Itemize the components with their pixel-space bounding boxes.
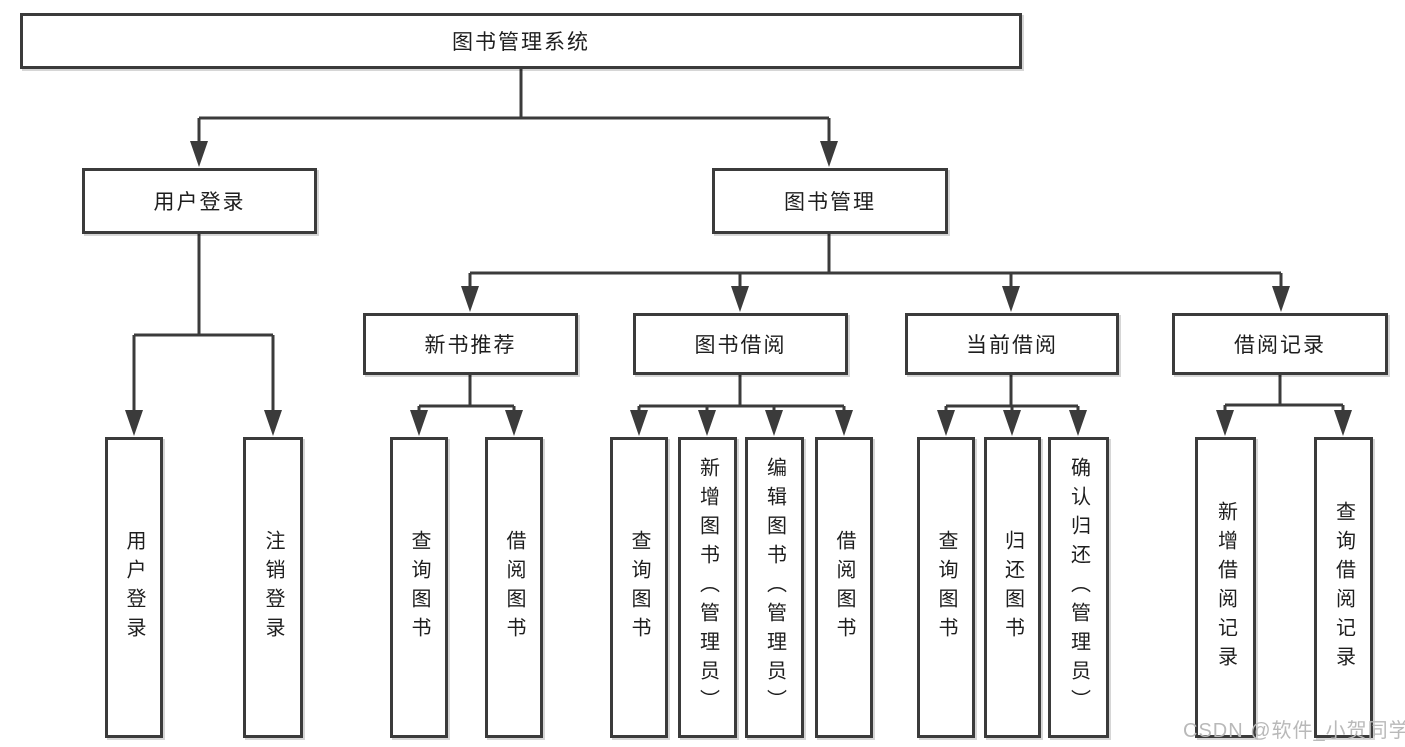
arrowhead-level3	[461, 286, 1290, 312]
connector-new-book-children	[417, 375, 516, 412]
node-query-books-borrowing: 查询图书	[610, 437, 668, 738]
node-library-system: 图书管理系统	[20, 13, 1022, 69]
node-borrow-books-recommend: 借阅图书	[485, 437, 543, 738]
connector-user-login-children	[132, 234, 275, 412]
csdn-watermark: CSDN @软件_小贺同学	[1183, 720, 1405, 742]
node-borrowing-records: 借阅记录	[1172, 313, 1388, 375]
arrowhead-book-borrow-children	[630, 410, 853, 436]
node-current-borrowing: 当前借阅	[905, 313, 1119, 375]
node-query-books-current: 查询图书	[917, 437, 975, 738]
node-new-book-recommend: 新书推荐	[363, 313, 578, 375]
connector-borrow-records-children	[1223, 375, 1345, 412]
node-add-books-admin: 新增图书（管理员）	[678, 437, 737, 738]
node-return-books: 归还图书	[984, 437, 1041, 738]
node-book-management: 图书管理	[712, 168, 948, 234]
node-confirm-return-admin: 确认归还（管理员）	[1048, 437, 1109, 738]
connector-root-to-level2	[197, 69, 831, 143]
connector-current-borrow-children	[944, 375, 1080, 412]
node-user-login-action: 用户登录	[105, 437, 163, 738]
node-query-books-recommend: 查询图书	[390, 437, 448, 738]
arrowhead-borrow-records-children	[1216, 410, 1352, 436]
node-query-borrow-record: 查询借阅记录	[1314, 437, 1373, 738]
node-borrow-books-borrowing: 借阅图书	[815, 437, 873, 738]
arrowhead-new-book-children	[410, 410, 523, 436]
node-edit-books-admin: 编辑图书（管理员）	[745, 437, 804, 738]
node-book-borrowing: 图书借阅	[633, 313, 848, 375]
arrowhead-current-borrow-children	[937, 410, 1087, 436]
arrowhead-level2	[190, 141, 838, 167]
node-user-login: 用户登录	[82, 168, 317, 234]
node-logout-action: 注销登录	[243, 437, 303, 738]
connector-book-management-children	[468, 234, 1283, 288]
node-add-borrow-record: 新增借阅记录	[1195, 437, 1256, 738]
connector-book-borrow-children	[637, 375, 846, 412]
arrowhead-user-login-children	[125, 410, 282, 436]
